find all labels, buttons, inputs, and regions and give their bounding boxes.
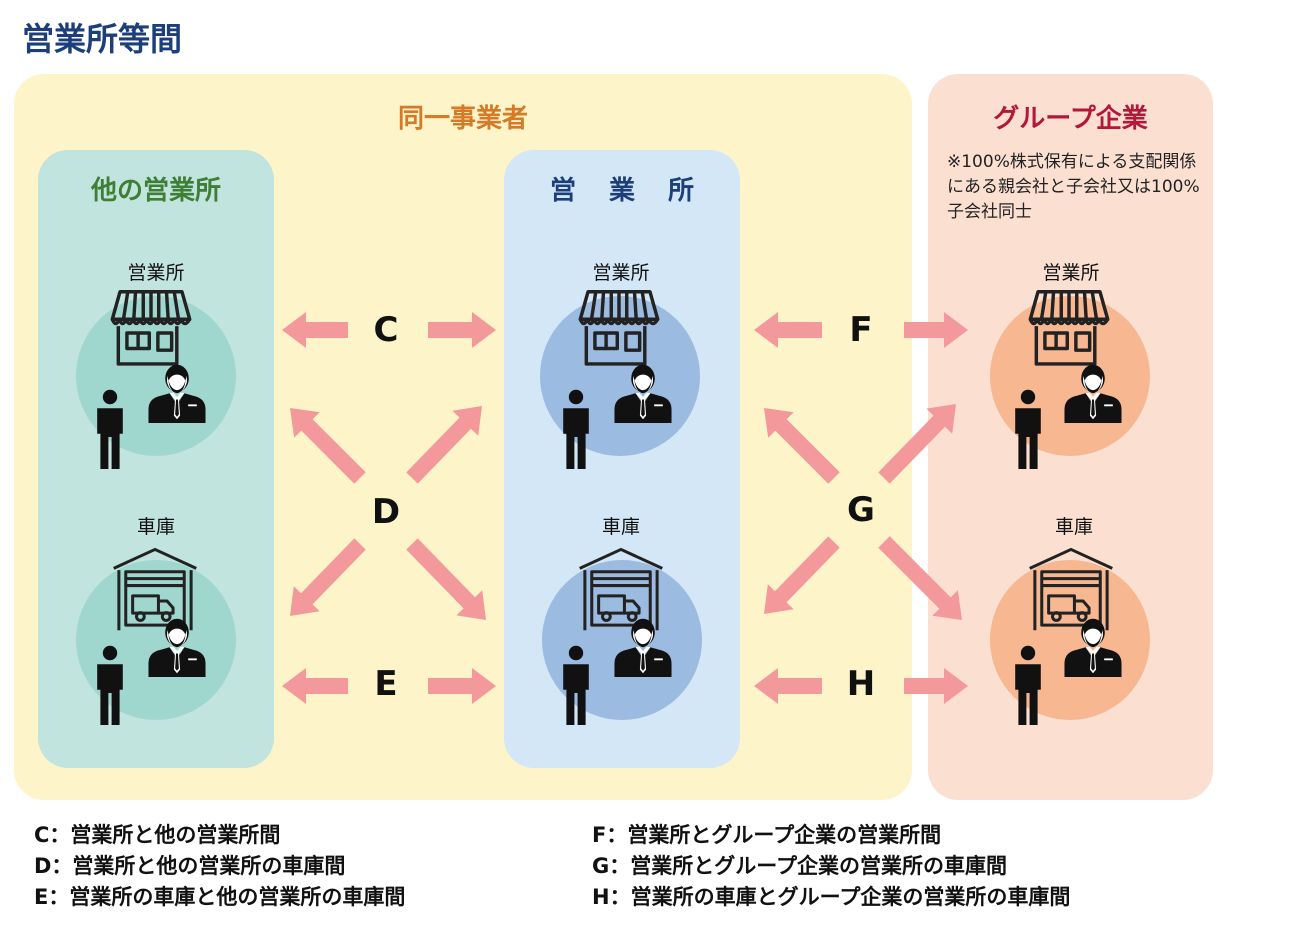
arrow-h-right [904,668,968,704]
legend-item-g: G：営業所とグループ企業の営業所の車庫間 [592,854,1007,878]
page-title: 営業所等間 [22,20,183,58]
arrow-g-up-left [764,408,840,484]
same-operator-label: 同一事業者 [397,104,528,134]
arrow-d-up-left [290,408,366,484]
office-label: 営 業 所 [549,176,707,206]
arrow-label-d: D [371,492,401,532]
arrow-label-f: F [849,310,873,350]
arrow-g-down-right [878,536,962,620]
arrow-label-e: E [374,664,398,704]
group-garage-circle [990,560,1150,720]
legend-item-f: F：営業所とグループ企業の営業所間 [592,823,942,847]
legend-item-h: H：営業所の車庫とグループ企業の営業所の車庫間 [592,885,1071,909]
office-office-caption: 営業所 [592,262,650,284]
arrow-label-h: H [846,664,876,704]
arrow-d-up-right [406,406,482,484]
other-office-caption: 営業所 [127,262,185,284]
arrow-f-left [754,312,822,348]
arrow-label-g: G [847,490,875,530]
legend-item-e: E：営業所の車庫と他の営業所の車庫間 [34,885,406,909]
arrow-d-down-left [290,538,366,616]
other-garage-circle [76,560,236,720]
arrow-d-down-right [406,538,486,620]
legend-right: F：営業所とグループ企業の営業所間 G：営業所とグループ企業の営業所の車庫間 H… [592,820,1070,913]
office-garage-circle [542,560,702,720]
arrow-h-left [754,668,822,704]
legend-item-c: C：営業所と他の営業所間 [34,823,281,847]
legend-item-d: D：営業所と他の営業所の車庫間 [34,854,346,878]
arrow-c-right [428,312,496,348]
arrow-e-right [428,668,496,704]
group-garage-caption: 車庫 [1054,516,1093,538]
other-office-label: 他の営業所 [90,176,221,206]
group-office-caption: 営業所 [1042,262,1100,284]
group-company-label: グループ企業 [993,104,1148,134]
arrow-f-right [904,312,968,348]
office-garage-caption: 車庫 [601,516,640,538]
legend-left: C：営業所と他の営業所間 D：営業所と他の営業所の車庫間 E：営業所の車庫と他の… [34,820,405,913]
group-note: ※100%株式保有による支配関係にある親会社と子会社又は100%子会社同士 [947,152,1200,222]
arrow-label-c: C [373,310,399,350]
arrow-c-left [282,312,348,348]
other-garage-caption: 車庫 [136,516,175,538]
arrow-e-left [282,668,348,704]
arrow-g-up-right [878,404,956,484]
arrow-g-down-left [764,536,840,614]
